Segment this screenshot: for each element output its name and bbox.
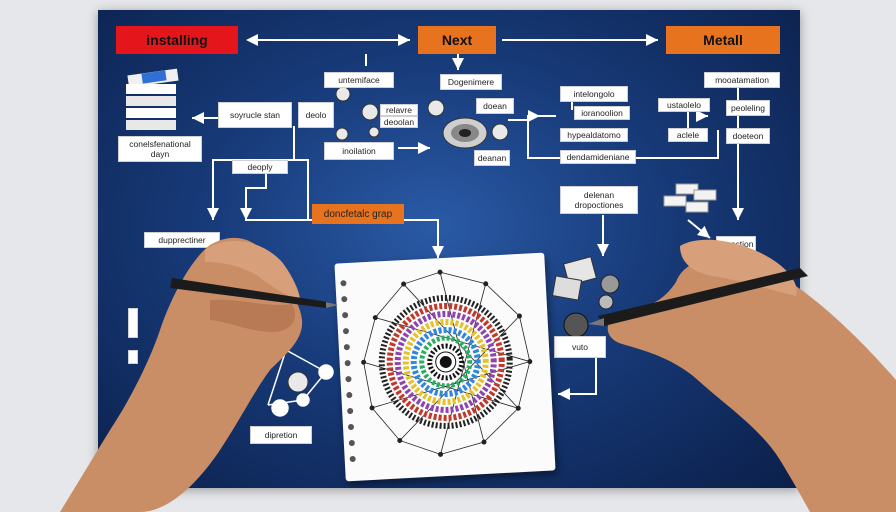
label-hypealdatomo: hypealdatomo [560,128,628,142]
block-icons [663,183,717,213]
metall-header: Metall [666,26,780,54]
label-dipretion: dipretion [250,426,312,444]
document-stack-icon [126,68,179,130]
label-doeteon: doeteon [726,128,770,144]
label-soyrucle-stan: soyrucle stan [218,102,292,128]
label-vuto: vuto [554,336,606,358]
label-dupprectiner: dupprectiner [144,232,220,248]
coil-icon [442,117,488,149]
label-mooatamation: mooatamation [704,72,780,88]
label-delenan-dropoctiones: delenan dropoctiones [560,186,638,214]
gear-icons [287,86,509,393]
gap-text: doncfetalc grap [323,208,393,220]
label-doncfetalc-grap: doncfetalc grap [312,204,404,224]
label-aclele: aclele [668,128,708,142]
left-hand [60,237,303,512]
label-doean: doean [476,98,514,114]
label-ioranoolion: ioranoolion [574,106,630,120]
right-pen [588,268,808,326]
radial-network-drawing [340,269,533,462]
label-consitenational: conelsfenational dayn [118,136,202,162]
label-peoleling: peoleling [726,100,770,116]
next-label: Next [441,32,473,48]
label-unternface: untemiface [324,72,394,88]
installing-header: installing [116,26,238,54]
metall-label: Metall [703,32,743,48]
label-deoolan: deoolan [380,116,418,128]
label-dendamideniane: dendamideniane [560,150,636,164]
small-box [128,350,138,364]
label-deoply: deoply [232,160,288,174]
label-relavre: relavre [380,104,418,116]
left-pen [170,278,338,308]
label-inoliation: inoilation [324,142,394,160]
label-ustaolelo: ustaolelo [658,98,710,112]
label-intelongolo: intelongolo [560,86,628,102]
label-deanan: deanan [474,150,510,166]
label-dogerimere: Dogenimere [440,74,502,90]
device-icons [551,256,620,338]
small-box [128,308,138,338]
label-deolo: deolo [298,102,334,128]
installing-label: installing [146,32,208,48]
spiral-notebook [334,252,556,482]
next-header: Next [418,26,496,54]
